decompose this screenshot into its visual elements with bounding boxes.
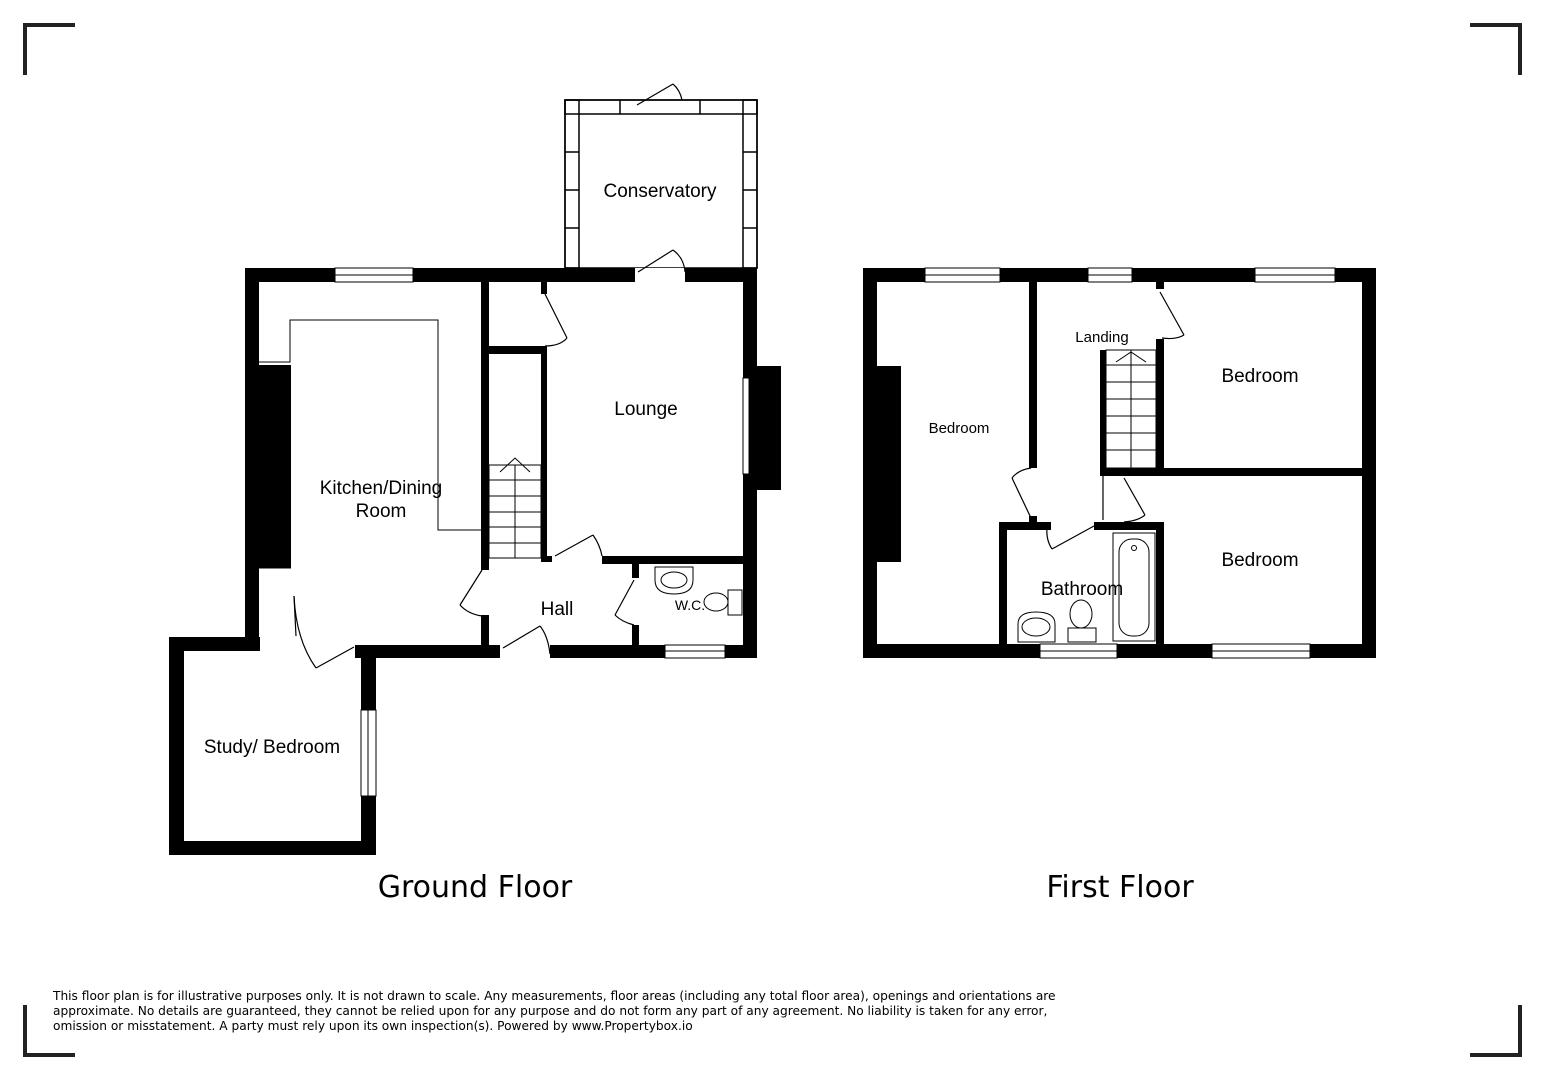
room-label-bedroom-1: Bedroom (929, 420, 990, 437)
ground-floor-doors (293, 83, 686, 669)
ground-floor-plan: Conservatory Lounge Kitchen/Dining Room … (169, 83, 781, 905)
ground-floor-staircase (488, 457, 542, 559)
bathroom-fixtures (1017, 532, 1156, 643)
disclaimer-line: approximate. No details are guaranteed, … (53, 1004, 1048, 1018)
room-label-bedroom-3: Bedroom (1221, 550, 1298, 571)
room-label-kitchen-dining-line2: Room (356, 501, 407, 522)
crop-mark-top-left (23, 23, 75, 75)
disclaimer-line: This floor plan is for illustrative purp… (53, 989, 1056, 1003)
first-floor-windows (924, 267, 1336, 659)
room-label-conservatory: Conservatory (604, 181, 717, 202)
ground-floor-room-labels: Conservatory Lounge Kitchen/Dining Room … (204, 181, 717, 758)
first-floor-staircase (1105, 349, 1157, 469)
disclaimer-line: omission or misstatement. A party must r… (53, 1019, 693, 1033)
room-label-wc: W.C. (675, 597, 705, 613)
kitchen-worktop (259, 319, 481, 569)
disclaimer-text: This floor plan is for illustrative purp… (53, 989, 1113, 1034)
room-label-hall: Hall (541, 599, 574, 620)
room-label-bedroom-2: Bedroom (1221, 366, 1298, 387)
first-floor-room-labels: Landing Bedroom Bedroom Bedroom Bathroom (929, 329, 1299, 600)
crop-mark-bottom-right (1470, 1005, 1522, 1057)
wc-fixtures (654, 566, 743, 616)
first-floor-plan: Landing Bedroom Bedroom Bedroom Bathroom… (863, 267, 1376, 905)
room-label-kitchen-dining-line1: Kitchen/Dining (320, 478, 443, 499)
crop-marks (23, 23, 1522, 1057)
room-label-lounge: Lounge (614, 399, 677, 420)
ground-floor-title: Ground Floor (378, 870, 573, 905)
room-label-study-bedroom: Study/ Bedroom (204, 737, 340, 758)
crop-mark-bottom-left (23, 1005, 75, 1057)
room-label-bathroom: Bathroom (1041, 579, 1123, 600)
ground-floor-walls (169, 268, 781, 855)
ground-floor-windows (334, 267, 750, 797)
first-floor-title: First Floor (1046, 870, 1194, 905)
crop-mark-top-right (1470, 23, 1522, 75)
first-floor-doors (1011, 289, 1185, 550)
room-label-landing: Landing (1075, 329, 1128, 346)
